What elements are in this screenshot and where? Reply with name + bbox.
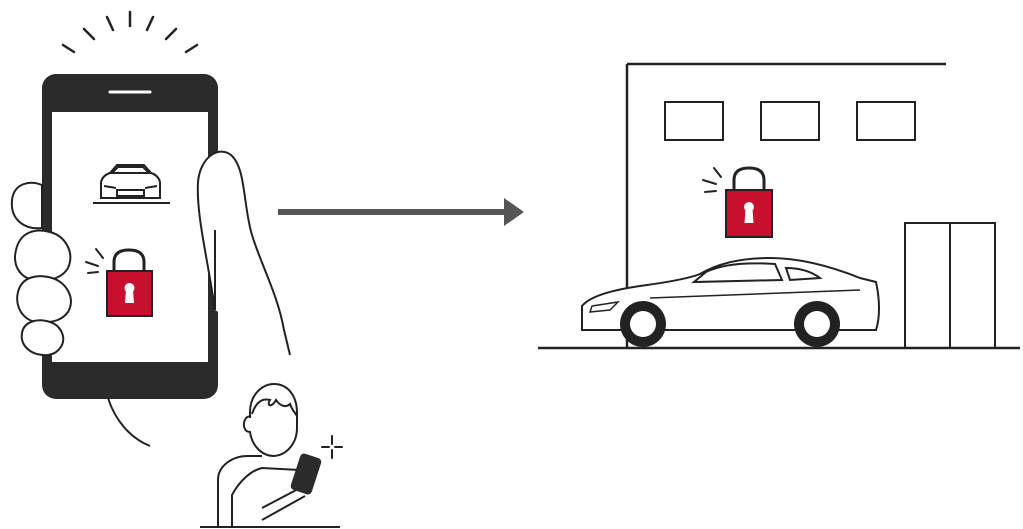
direction-arrow [278,198,524,226]
smartphone [42,74,218,399]
phone-screen [52,112,208,362]
window-3 [857,102,915,140]
sound-rays-icon [63,12,197,52]
garage-padlock-icon [703,168,772,237]
person-avatar [200,384,340,527]
sparkle-icon [322,436,342,458]
window-1 [665,102,723,140]
window-2 [761,102,819,140]
wrist-line [108,398,150,446]
